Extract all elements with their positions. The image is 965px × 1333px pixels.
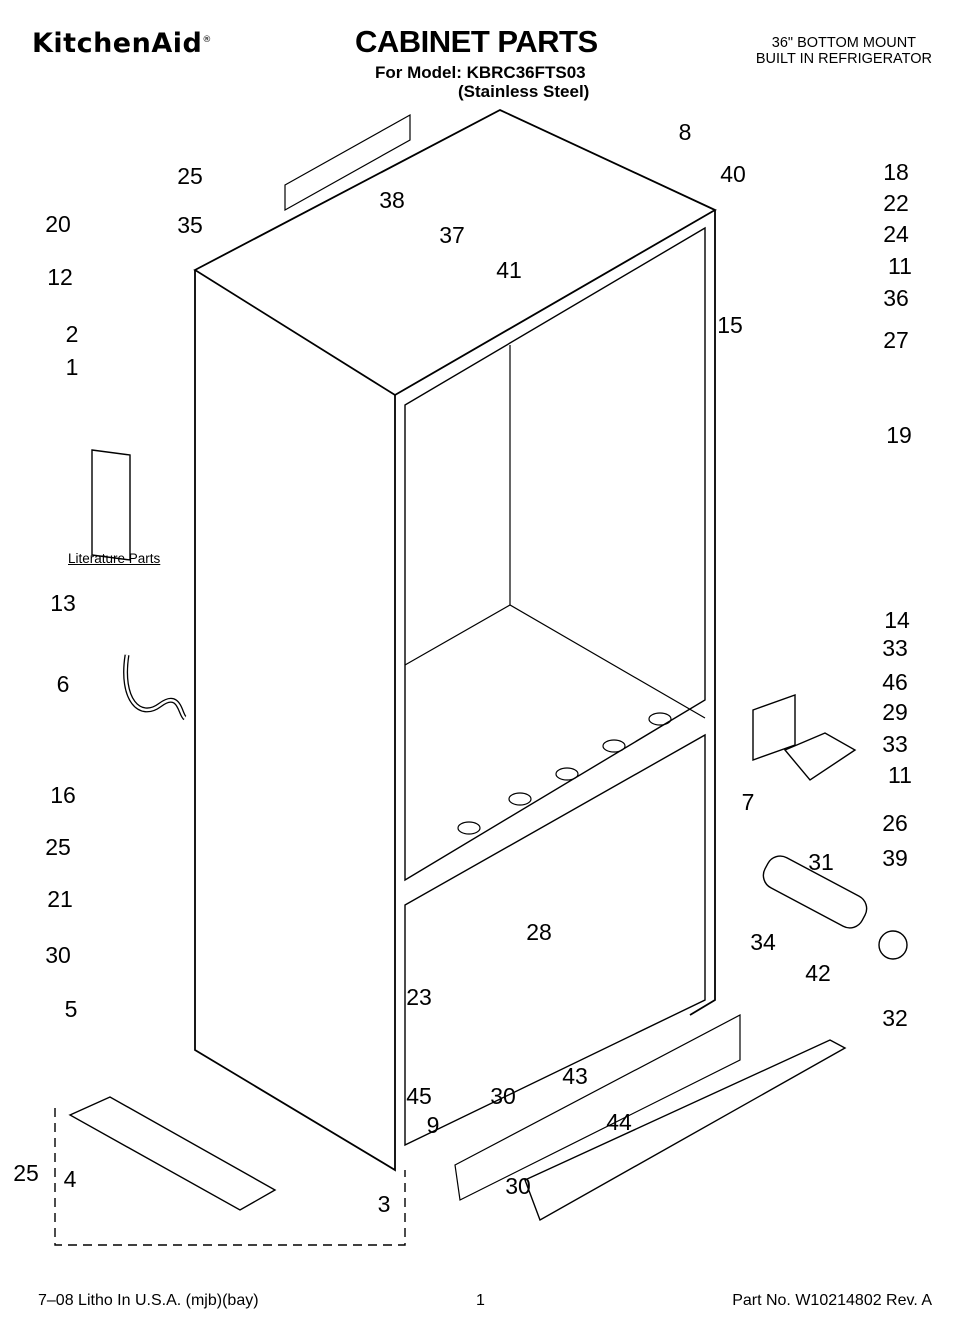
- water-filter: [762, 855, 868, 929]
- callout-28: 28: [526, 919, 552, 945]
- callout-21: 21: [47, 886, 73, 912]
- callout-14: 14: [884, 607, 910, 633]
- callout-38: 38: [379, 187, 405, 213]
- product-line-2: BUILT IN REFRIGERATOR: [755, 51, 932, 67]
- callout-34: 34: [750, 929, 776, 955]
- toe-grille: [524, 1039, 847, 1222]
- callout-41: 41: [496, 257, 522, 283]
- page-title: CABINET PARTS: [355, 24, 598, 59]
- filter-cap: [878, 930, 908, 960]
- footer-print-info: 7–08 Litho In U.S.A. (mjb)(bay): [38, 1292, 259, 1309]
- callout-18: 18: [883, 159, 909, 185]
- callout-16: 16: [50, 782, 76, 808]
- literature-parts-label: Literature Parts: [68, 551, 161, 566]
- cabinet-front-right: [689, 210, 716, 1016]
- callout-11: 11: [888, 253, 912, 279]
- callout-13: 13: [50, 590, 76, 616]
- callout-6: 6: [57, 671, 70, 697]
- base-frame: [68, 1096, 277, 1211]
- fresh-food-back: [404, 604, 706, 719]
- shelf-holes: [457, 712, 672, 835]
- callout-1: 1: [66, 354, 79, 380]
- callout-22: 22: [883, 190, 909, 216]
- callout-26: 26: [882, 810, 908, 836]
- callout-33: 33: [882, 635, 908, 661]
- brand-logo: KitchenAid®: [32, 28, 212, 59]
- brand-name: KitchenAid: [32, 28, 203, 59]
- callout-27: 27: [883, 327, 909, 353]
- callout-43: 43: [562, 1063, 588, 1089]
- callout-19: 19: [886, 422, 912, 448]
- literature-booklet: [91, 449, 131, 561]
- model-number: For Model: KBRC36FTS03: [375, 63, 586, 82]
- callout-29: 29: [882, 699, 908, 725]
- callout-40: 40: [720, 161, 746, 187]
- callout-20: 20: [45, 211, 71, 237]
- callout-30: 30: [490, 1083, 516, 1109]
- callout-30: 30: [505, 1173, 531, 1199]
- kick-plate: [454, 1014, 741, 1201]
- callout-31: 31: [808, 849, 834, 875]
- callout-36: 36: [883, 285, 909, 311]
- callout-5: 5: [65, 996, 78, 1022]
- hinge-plate: [752, 694, 796, 761]
- hinge-bracket: [783, 732, 857, 781]
- callout-7: 7: [742, 789, 755, 815]
- cabinet-left-side: [194, 270, 396, 1172]
- callout-42: 42: [805, 960, 831, 986]
- rear-panel: [284, 113, 411, 212]
- callout-33: 33: [882, 731, 908, 757]
- callout-32: 32: [882, 1005, 908, 1031]
- callout-25: 25: [177, 163, 203, 189]
- callout-12: 12: [47, 264, 73, 290]
- callout-4: 4: [64, 1166, 77, 1192]
- callout-11: 11: [888, 762, 912, 788]
- callout-9: 9: [427, 1112, 440, 1138]
- callout-3: 3: [378, 1191, 391, 1217]
- cabinet-top: [193, 108, 717, 397]
- cabinet-body: [193, 108, 717, 1172]
- callout-2: 2: [66, 321, 79, 347]
- callout-23: 23: [406, 984, 432, 1010]
- callout-44: 44: [606, 1109, 632, 1135]
- base-frame-outline: [54, 1108, 406, 1246]
- footer-page-number: 1: [476, 1292, 485, 1309]
- freezer-opening: [404, 733, 706, 1147]
- callout-25: 25: [45, 834, 71, 860]
- callout-8: 8: [679, 119, 692, 145]
- callout-45: 45: [406, 1083, 432, 1109]
- callout-39: 39: [882, 845, 908, 871]
- product-line-1: 36" BOTTOM MOUNT: [771, 35, 917, 51]
- footer-part-number: Part No. W10214802 Rev. A: [732, 1292, 932, 1309]
- callout-24: 24: [883, 221, 909, 247]
- callout-30: 30: [45, 942, 71, 968]
- model-info: For Model: KBRC36FTS03 (Stainless Steel): [375, 63, 589, 101]
- fresh-food-opening: [404, 226, 706, 882]
- registered-mark: ®: [202, 35, 212, 45]
- callout-46: 46: [882, 669, 908, 695]
- callout-37: 37: [439, 222, 465, 248]
- callout-35: 35: [177, 212, 203, 238]
- model-finish: (Stainless Steel): [458, 82, 590, 101]
- callout-25: 25: [13, 1160, 39, 1186]
- callout-15: 15: [717, 312, 743, 338]
- product-description: 36" BOTTOM MOUNT BUILT IN REFRIGERATOR: [756, 35, 932, 67]
